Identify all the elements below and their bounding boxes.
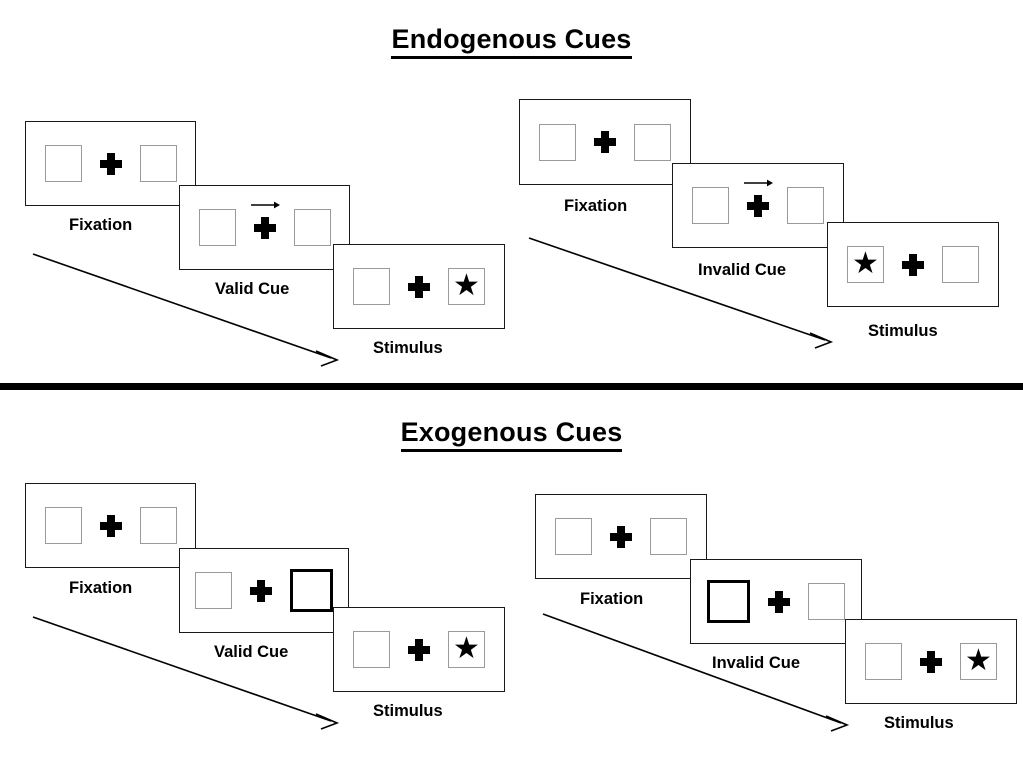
section-title-endogenous: Endogenous Cues xyxy=(0,24,1023,59)
frame-label-exogenous-invalid-cue: Invalid Cue xyxy=(712,654,801,672)
left-box xyxy=(692,187,729,224)
right-box xyxy=(634,123,671,161)
left-box xyxy=(555,518,592,555)
fixation-plus-icon xyxy=(408,275,430,298)
trial-frame-endogenous-invalid-stimulus: ★ xyxy=(827,222,999,307)
frame-label-endogenous-invalid-cue: Invalid Cue xyxy=(698,261,787,279)
fixation-plus-icon xyxy=(902,253,924,276)
frame-content xyxy=(44,145,177,182)
trial-frame-exogenous-valid-fixation xyxy=(25,483,196,568)
fixation-plus-icon xyxy=(250,579,272,602)
frame-content: ★ xyxy=(353,631,485,668)
right-box xyxy=(942,246,979,283)
frame-content xyxy=(555,518,687,555)
frame-content: ★ xyxy=(353,268,485,305)
time-sequence-arrow-endogenous-invalid xyxy=(528,237,834,349)
arrow-right-icon xyxy=(744,179,773,186)
frame-content xyxy=(44,507,177,544)
left-box xyxy=(44,507,82,544)
frame-content: ★ xyxy=(847,246,979,283)
right-box xyxy=(293,209,331,246)
right-box: ★ xyxy=(448,268,485,305)
time-sequence-arrow-exogenous-invalid xyxy=(542,613,850,732)
left-box: ★ xyxy=(847,246,884,283)
star-icon: ★ xyxy=(852,246,879,280)
left-box xyxy=(539,123,576,161)
frame-label-endogenous-valid-stimulus: Stimulus xyxy=(373,339,443,357)
star-icon: ★ xyxy=(453,631,480,665)
fixation-plus-icon xyxy=(610,525,632,548)
frame-label-endogenous-invalid-fixation: Fixation xyxy=(564,197,628,215)
right-box-cued xyxy=(290,569,333,612)
fixation-plus-icon xyxy=(744,179,773,217)
left-box xyxy=(44,145,82,182)
frame-label-exogenous-invalid-fixation: Fixation xyxy=(580,590,644,608)
frame-label-endogenous-invalid-stimulus: Stimulus xyxy=(868,322,938,340)
right-box: ★ xyxy=(448,631,485,668)
trial-frame-exogenous-invalid-fixation xyxy=(535,494,707,579)
frame-label-exogenous-valid-stimulus: Stimulus xyxy=(373,702,443,720)
trial-frame-exogenous-valid-cue xyxy=(179,548,349,633)
frame-label-endogenous-valid-fixation: Fixation xyxy=(69,216,133,234)
section-title-endogenous-text: Endogenous Cues xyxy=(391,24,632,59)
trial-frame-endogenous-valid-stimulus: ★ xyxy=(333,244,505,329)
fixation-plus-icon xyxy=(99,514,122,537)
fixation-plus-icon xyxy=(768,590,790,613)
left-box xyxy=(198,209,236,246)
left-box xyxy=(353,268,390,305)
left-box xyxy=(195,572,232,609)
right-box xyxy=(650,518,687,555)
frame-content xyxy=(707,580,845,623)
trial-frame-exogenous-valid-stimulus: ★ xyxy=(333,607,505,692)
section-title-exogenous: Exogenous Cues xyxy=(0,417,1023,452)
time-sequence-arrow-endogenous-valid xyxy=(32,253,340,367)
frame-content xyxy=(198,201,331,246)
frame-content: ★ xyxy=(865,643,997,680)
arrow-right-icon xyxy=(250,201,280,208)
frame-label-endogenous-valid-cue: Valid Cue xyxy=(215,280,290,298)
frame-label-exogenous-valid-cue: Valid Cue xyxy=(214,643,289,661)
left-box xyxy=(865,643,902,680)
left-box-cued xyxy=(707,580,750,623)
trial-frame-exogenous-invalid-stimulus: ★ xyxy=(845,619,1017,704)
star-icon: ★ xyxy=(453,268,480,302)
star-icon: ★ xyxy=(965,643,992,677)
fixation-plus-icon xyxy=(920,650,942,673)
section-divider xyxy=(0,383,1023,390)
trial-frame-exogenous-invalid-cue xyxy=(690,559,862,644)
fixation-plus-icon xyxy=(250,201,280,239)
left-box xyxy=(353,631,390,668)
frame-content xyxy=(692,179,824,224)
right-box xyxy=(808,583,845,620)
trial-frame-endogenous-invalid-cue xyxy=(672,163,844,248)
right-box: ★ xyxy=(960,643,997,680)
trial-frame-endogenous-invalid-fixation xyxy=(519,99,691,185)
fixation-plus-icon xyxy=(99,152,122,175)
frame-content xyxy=(539,123,671,161)
frame-label-exogenous-invalid-stimulus: Stimulus xyxy=(884,714,954,732)
time-sequence-arrow-exogenous-valid xyxy=(32,616,340,730)
trial-frame-endogenous-valid-cue xyxy=(179,185,350,270)
frame-label-exogenous-valid-fixation: Fixation xyxy=(69,579,133,597)
frame-content xyxy=(195,569,333,612)
section-title-exogenous-text: Exogenous Cues xyxy=(400,417,623,452)
trial-frame-endogenous-valid-fixation xyxy=(25,121,196,206)
right-box xyxy=(787,187,824,224)
right-box xyxy=(139,507,177,544)
fixation-plus-icon xyxy=(594,131,616,153)
fixation-plus-icon xyxy=(408,638,430,661)
right-box xyxy=(139,145,177,182)
